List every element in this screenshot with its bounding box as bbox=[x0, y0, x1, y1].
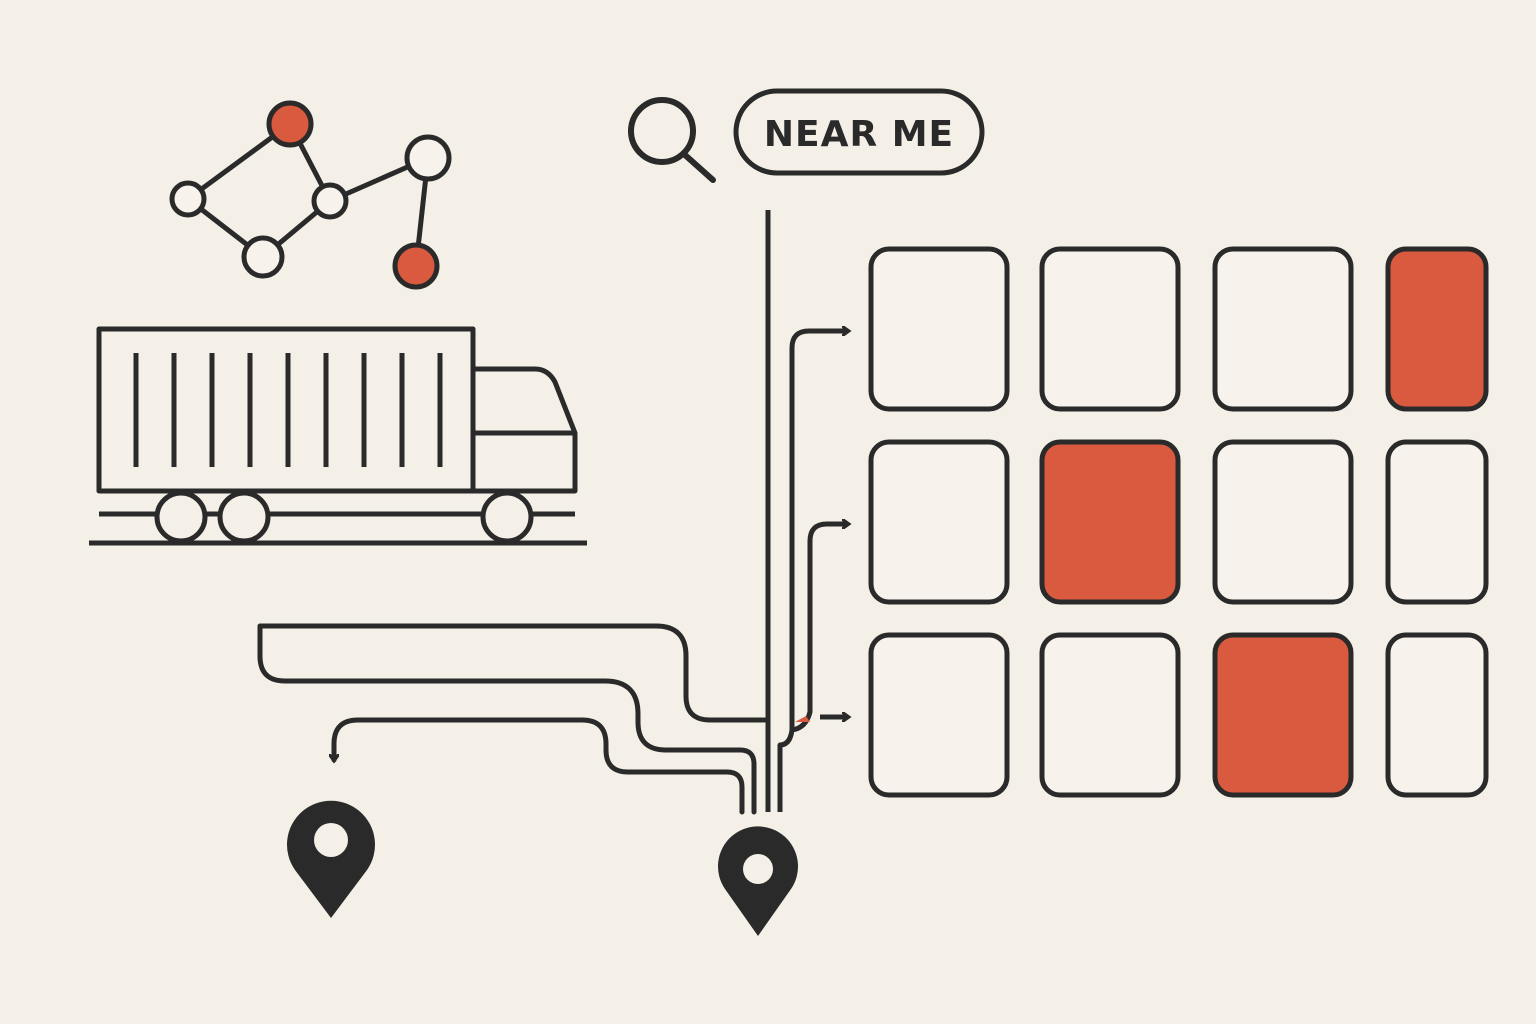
branch-arrows bbox=[777, 331, 848, 812]
network-node-highlighted bbox=[266, 100, 314, 148]
grid-cell[interactable] bbox=[868, 632, 1010, 798]
map-pin-icon bbox=[287, 800, 375, 918]
route-path-outer bbox=[257, 623, 769, 815]
grid-cell[interactable] bbox=[1385, 632, 1489, 798]
branch-arrow-row-1 bbox=[777, 331, 848, 812]
near-me-label: NEAR ME bbox=[764, 114, 954, 155]
origin-pin bbox=[718, 826, 798, 936]
grid-cell[interactable] bbox=[1039, 246, 1181, 412]
grid-cell[interactable] bbox=[1039, 632, 1181, 798]
branch-arrow-row-2 bbox=[791, 524, 848, 733]
grid-cell[interactable] bbox=[868, 246, 1010, 412]
accent-marker bbox=[795, 716, 810, 722]
magnifier-icon[interactable] bbox=[628, 97, 716, 183]
route-path-to-destination bbox=[334, 717, 745, 815]
network-nodes bbox=[169, 100, 452, 290]
grid-cell-highlighted[interactable] bbox=[1385, 246, 1489, 412]
network-node bbox=[404, 134, 452, 182]
grid-cell[interactable] bbox=[868, 439, 1010, 605]
network-node bbox=[311, 182, 349, 220]
container-ribs bbox=[133, 353, 443, 467]
network-node bbox=[169, 180, 207, 218]
route-paths bbox=[257, 623, 769, 815]
grid-cell[interactable] bbox=[1212, 439, 1354, 605]
truck-wheel bbox=[154, 490, 208, 544]
truck-cab bbox=[470, 366, 578, 494]
route-network-icon bbox=[186, 121, 431, 267]
network-node-highlighted bbox=[392, 242, 440, 290]
grid-cell[interactable] bbox=[1212, 246, 1354, 412]
destination-pin bbox=[287, 800, 375, 918]
near-me-button[interactable]: NEAR ME bbox=[733, 88, 985, 176]
network-node bbox=[241, 235, 285, 279]
location-grid bbox=[868, 246, 1489, 798]
truck-icon bbox=[89, 326, 587, 546]
grid-cell-highlighted[interactable] bbox=[1212, 632, 1354, 798]
grid-cell-highlighted[interactable] bbox=[1039, 439, 1181, 605]
truck-wheel bbox=[217, 490, 271, 544]
grid-cell[interactable] bbox=[1385, 439, 1489, 605]
truck-wheel bbox=[480, 490, 534, 544]
